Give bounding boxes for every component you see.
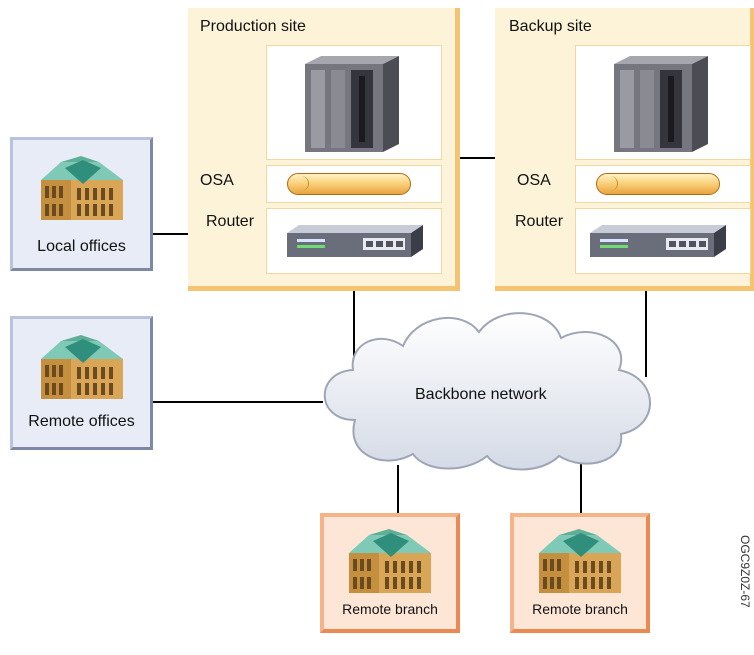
backup-osa-label: OSA <box>517 172 551 189</box>
production-osa-box <box>266 165 442 203</box>
production-site-title: Production site <box>200 18 306 35</box>
branch-building-icon <box>539 529 621 593</box>
osa-adapter-icon <box>596 173 720 195</box>
branch-building-icon <box>349 529 431 593</box>
remote-branch-label-1: Remote branch <box>342 601 438 617</box>
backup-site-title: Backup site <box>509 18 592 35</box>
mainframe-icon <box>614 56 708 152</box>
figure-id: OGC9Z0Z-67 <box>738 535 752 608</box>
link-branch1-backbone <box>397 465 399 513</box>
link-sites <box>455 157 497 159</box>
remote-branch-label-2: Remote branch <box>532 601 628 617</box>
link-prod-backbone <box>353 285 355 365</box>
backup-mainframe-box <box>575 45 751 160</box>
backup-router-label: Router <box>515 213 564 230</box>
mainframe-icon <box>305 56 399 152</box>
production-router-box <box>266 208 442 274</box>
office-building-icon <box>41 335 123 399</box>
remote-branch-box-2: Remote branch <box>510 513 650 633</box>
local-offices-box: Local offices <box>10 137 153 271</box>
production-router-label: Router <box>206 213 255 230</box>
remote-offices-box: Remote offices <box>10 316 153 450</box>
backbone-network-cloud <box>323 312 651 471</box>
osa-adapter-icon <box>287 173 411 195</box>
link-remote-backbone <box>153 401 323 403</box>
link-branch2-backbone <box>580 455 582 513</box>
link-backup-backbone <box>645 285 647 377</box>
backup-site: Backup site OSA Router <box>495 8 754 291</box>
router-icon <box>287 225 423 257</box>
production-mainframe-box <box>266 45 442 160</box>
production-site: Production site OSA Router <box>188 8 460 291</box>
backbone-network-label: Backbone network <box>415 386 547 403</box>
office-building-icon <box>41 156 123 220</box>
remote-offices-label: Remote offices <box>28 413 135 430</box>
production-osa-label: OSA <box>200 172 234 189</box>
router-icon <box>590 225 726 257</box>
backup-router-box <box>575 208 751 274</box>
remote-branch-box-1: Remote branch <box>320 513 460 633</box>
local-offices-label: Local offices <box>37 238 126 255</box>
backup-osa-box <box>575 165 751 203</box>
